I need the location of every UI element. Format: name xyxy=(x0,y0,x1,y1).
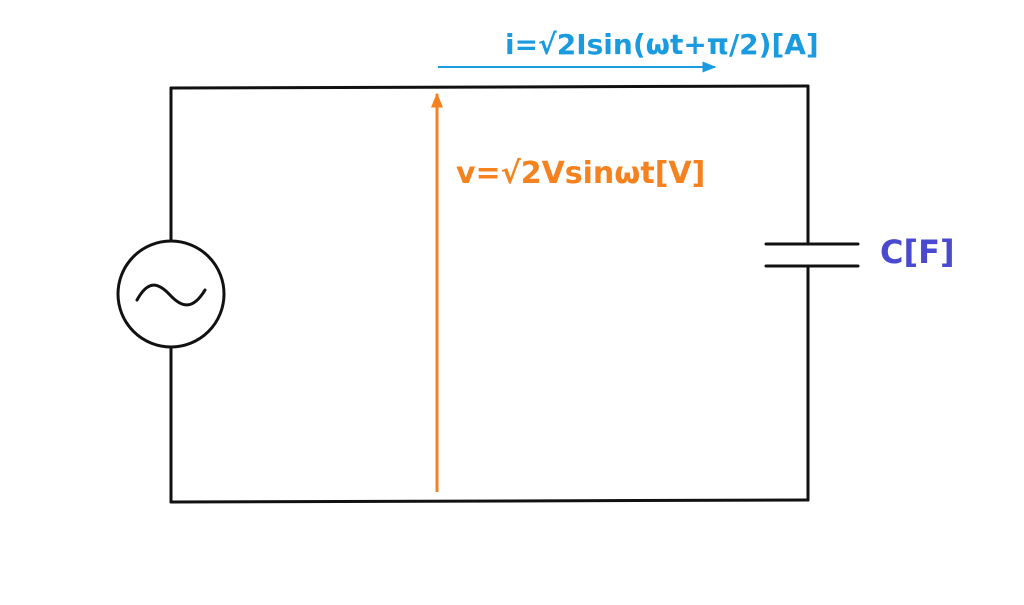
current-label: i=√2Isin(ωt+π/2)[A] xyxy=(505,28,819,61)
voltage-label: v=√2Vsinωt[V] xyxy=(456,156,706,191)
ac-voltage-source-icon xyxy=(116,239,226,349)
circuit-wires xyxy=(169,84,810,504)
bottom-wire xyxy=(169,498,810,504)
capacitor-icon xyxy=(764,242,860,268)
capacitance-label: C[F] xyxy=(880,233,955,271)
top-wire xyxy=(169,84,810,90)
